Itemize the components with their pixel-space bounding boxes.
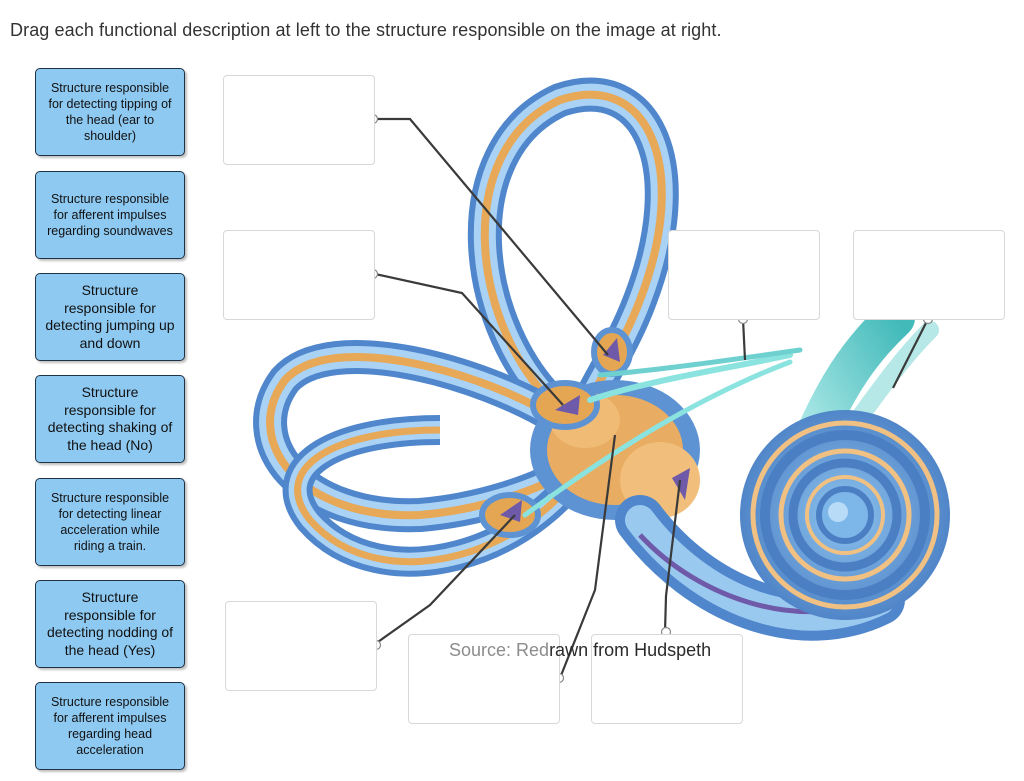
anterior-canal <box>467 77 679 427</box>
drop-target-1[interactable] <box>223 75 375 165</box>
drop-target-5[interactable] <box>225 601 377 691</box>
label-card-linear-acceleration[interactable]: Structure responsible for detecting line… <box>35 478 185 566</box>
label-card-tipping-head[interactable]: Structure responsible for detecting tipp… <box>35 68 185 156</box>
drop-target-7[interactable] <box>591 634 743 724</box>
source-suffix: rawn from Hudspeth <box>549 640 712 660</box>
label-card-afferent-soundwaves[interactable]: Structure responsible for afferent impul… <box>35 171 185 259</box>
vestibular-nerve <box>587 352 793 403</box>
drop-target-3[interactable] <box>668 230 820 320</box>
label-card-afferent-head-acceleration[interactable]: Structure responsible for afferent impul… <box>35 682 185 770</box>
label-card-nodding-head[interactable]: Structure responsible for detecting nodd… <box>35 580 185 668</box>
posterior-canal <box>282 415 614 577</box>
drop-target-6[interactable] <box>408 634 560 724</box>
drop-target-4[interactable] <box>853 230 1005 320</box>
drop-target-2[interactable] <box>223 230 375 320</box>
label-card-jumping[interactable]: Structure responsible for detecting jump… <box>35 273 185 361</box>
source-prefix: Source: Red <box>449 640 550 660</box>
source-caption: Source: Redrawn from Hudspeth <box>449 640 711 661</box>
cochlear-nerve <box>780 298 939 490</box>
label-card-shaking-head[interactable]: Structure responsible for detecting shak… <box>35 375 185 463</box>
instruction-text: Drag each functional description at left… <box>10 20 722 40</box>
cochlea <box>740 410 950 620</box>
lateral-canal <box>253 340 580 533</box>
vestibule <box>530 380 700 520</box>
